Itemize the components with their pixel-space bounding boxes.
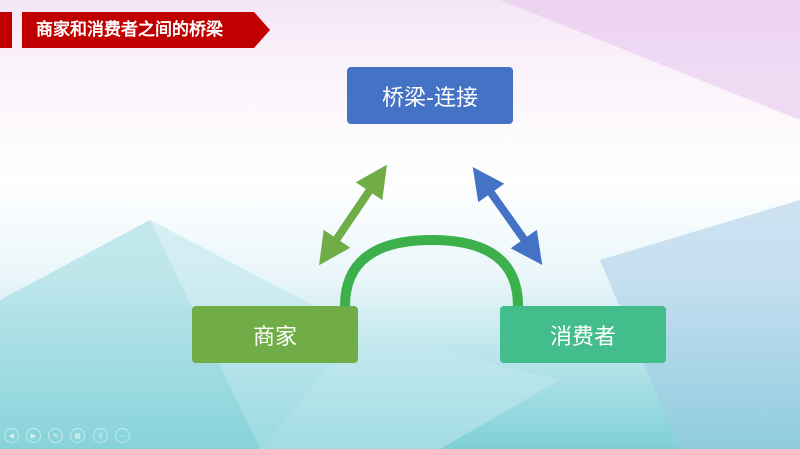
merchant-bridge-arrow	[319, 164, 387, 266]
bridge-label: 桥梁-连接	[382, 85, 478, 111]
bridge-consumer-arrow	[472, 166, 543, 266]
prev-icon[interactable]: ◀	[4, 428, 19, 443]
more-icon[interactable]: ⋯	[115, 428, 130, 443]
merchant-node: 商家	[192, 306, 358, 363]
zoom-icon[interactable]: ⚲	[93, 428, 108, 443]
consumer-label: 消费者	[549, 324, 616, 350]
merchant-label: 商家	[252, 324, 297, 350]
slide-title: 商家和消费者之间的桥梁	[22, 12, 270, 48]
title-accent-bar	[0, 12, 12, 48]
consumer-node: 消费者	[500, 306, 666, 363]
bridge-arc	[340, 234, 523, 307]
slides-icon[interactable]: ▦	[70, 428, 85, 443]
pen-icon[interactable]: ✎	[48, 428, 63, 443]
next-icon[interactable]: ▶	[26, 428, 41, 443]
bridge-node: 桥梁-连接	[347, 67, 513, 124]
